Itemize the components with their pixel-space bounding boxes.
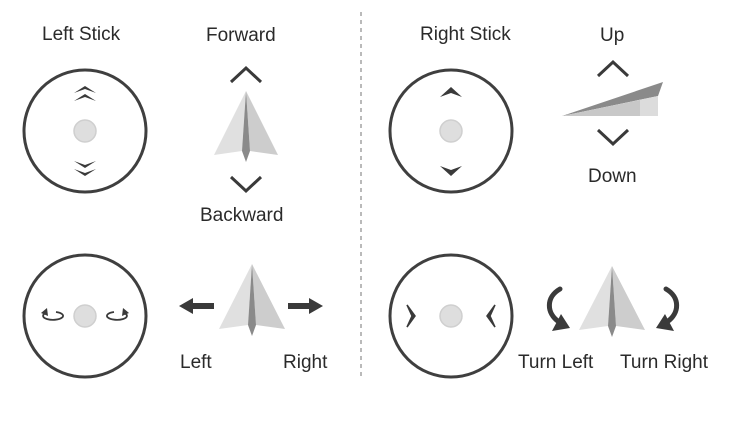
chevron-down-icon	[596, 128, 630, 147]
left-stick-pitch	[22, 68, 148, 194]
chevron-right-icon	[486, 304, 496, 328]
stick-dot	[73, 304, 97, 328]
chevron-up-icon	[74, 94, 96, 101]
chevron-up-icon	[596, 59, 630, 78]
down-label: Down	[588, 166, 637, 187]
stick-ring	[22, 253, 148, 379]
arrow-right-icon	[288, 298, 323, 314]
stick-dot	[73, 119, 97, 143]
stick-ring	[388, 253, 514, 379]
turn-right-label: Turn Right	[620, 352, 708, 373]
right-stick-throttle	[388, 68, 514, 194]
paper-plane-icon	[562, 82, 663, 116]
chevron-down-icon	[229, 175, 263, 194]
right-stick-title: Right Stick	[420, 24, 511, 45]
turn-right-arrow-icon	[656, 286, 680, 331]
paper-plane-icon	[214, 91, 246, 155]
chevron-down-icon	[74, 169, 96, 176]
rotate-left-icon	[41, 308, 64, 321]
forward-label: Forward	[206, 25, 276, 46]
arrow-left-icon	[179, 298, 214, 314]
chevron-down-icon	[440, 166, 462, 176]
paper-plane-icon	[219, 264, 252, 329]
turn-left-label: Turn Left	[518, 352, 594, 373]
left-stick-yaw	[22, 253, 148, 379]
right-stick-roll	[388, 253, 514, 379]
stick-ring	[22, 68, 148, 194]
backward-label: Backward	[200, 205, 284, 226]
chevron-left-icon	[406, 304, 416, 328]
up-label: Up	[600, 25, 625, 46]
forward-backward-plane	[214, 65, 278, 194]
chevron-down-icon	[74, 161, 96, 168]
left-stick-title: Left Stick	[42, 24, 121, 45]
turn-left-arrow-icon	[546, 286, 570, 331]
stick-ring	[388, 68, 514, 194]
chevron-up-icon	[229, 65, 263, 84]
turn-plane	[546, 266, 680, 337]
right-label: Right	[283, 352, 328, 373]
paper-plane-icon	[579, 266, 612, 330]
stick-dot	[439, 119, 463, 143]
stick-dot	[439, 304, 463, 328]
rotate-right-icon	[106, 308, 129, 321]
left-label: Left	[180, 352, 212, 373]
up-down-plane	[562, 59, 663, 147]
left-right-plane	[179, 264, 323, 336]
chevron-up-icon	[74, 86, 96, 93]
chevron-up-icon	[440, 87, 462, 97]
